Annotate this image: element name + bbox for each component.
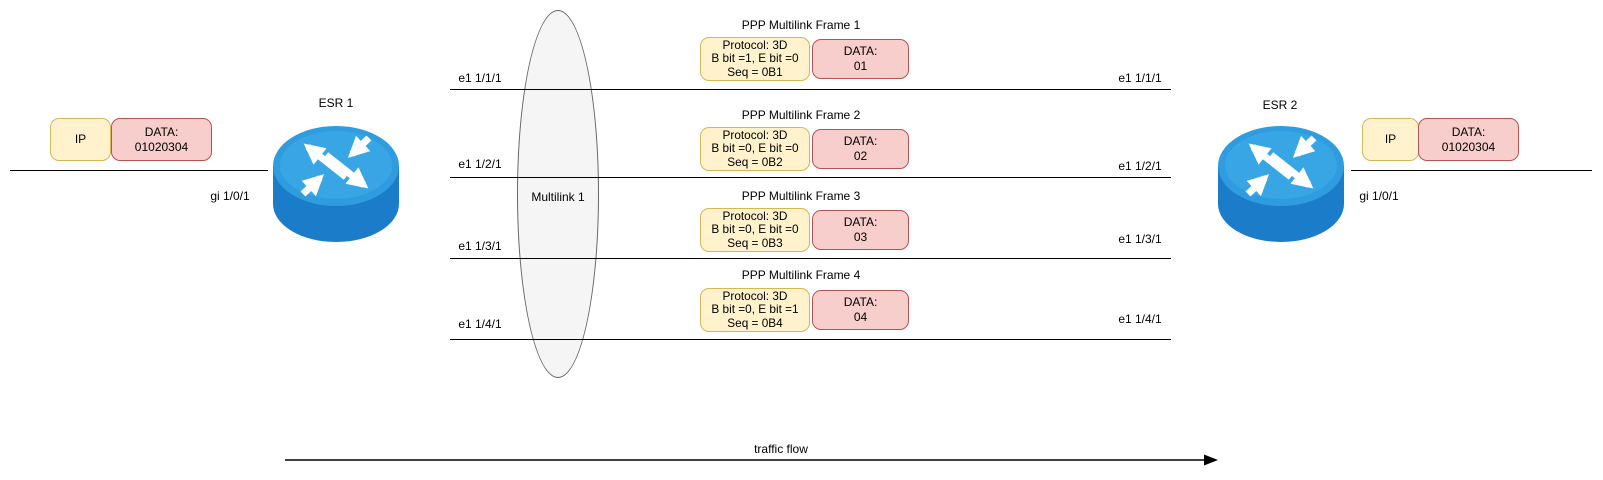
member-link-label-left-3: e1 1/3/1 xyxy=(458,239,502,253)
member-link-label-right-1: e1 1/1/1 xyxy=(1118,71,1162,85)
frame-data-value: 04 xyxy=(853,310,868,324)
traffic-flow-arrow xyxy=(285,454,1218,466)
member-link-label-right-4: e1 1/4/1 xyxy=(1118,312,1162,326)
member-link-line-3 xyxy=(450,258,1171,259)
frame-data-title: DATA: xyxy=(843,295,878,309)
frame-bits: B bit =0, E bit =1 xyxy=(711,302,799,317)
frame-data-box: DATA: 03 xyxy=(812,210,909,250)
ip-data-box-right: DATA: 01020304 xyxy=(1418,118,1519,161)
frame-data-title: DATA: xyxy=(843,215,878,229)
frame-data-value: 01 xyxy=(853,59,868,73)
frame-bits: B bit =0, E bit =0 xyxy=(711,141,799,156)
router-label-esr2: ESR 2 xyxy=(1262,98,1298,112)
ip-data-line1-right: DATA: xyxy=(1451,124,1486,139)
ip-header-box-right: IP xyxy=(1362,118,1419,161)
member-link-label-left-2: e1 1/2/1 xyxy=(458,157,502,171)
interface-label-left: gi 1/0/1 xyxy=(210,189,250,203)
ip-header-text-right: IP xyxy=(1384,132,1397,146)
interface-label-right: gi 1/0/1 xyxy=(1359,189,1399,203)
router-label-esr1: ESR 1 xyxy=(318,96,354,110)
right-access-wire xyxy=(1351,170,1592,171)
frame-protocol: Protocol: 3D xyxy=(722,127,788,142)
ip-data-line2-right: 01020304 xyxy=(1441,139,1496,154)
member-link-line-4 xyxy=(450,339,1171,340)
left-access-wire xyxy=(10,170,268,171)
frame-data-box: DATA: 02 xyxy=(812,129,909,169)
router-icon xyxy=(273,126,399,242)
ip-data-line2-left: 01020304 xyxy=(134,139,189,154)
frame-title: PPP Multilink Frame 3 xyxy=(741,189,861,203)
frame-protocol: Protocol: 3D xyxy=(722,208,788,223)
frame-seq: Seq = 0B4 xyxy=(727,315,783,330)
multilink-bundle-ellipse xyxy=(517,10,599,378)
member-link-line-2 xyxy=(450,177,1171,178)
frame-bits: B bit =0, E bit =0 xyxy=(711,222,799,237)
frame-bits: B bit =1, E bit =0 xyxy=(711,51,799,66)
frame-title: PPP Multilink Frame 1 xyxy=(741,18,861,32)
frame-data-title: DATA: xyxy=(843,134,878,148)
router-esr1 xyxy=(266,116,406,246)
frame-header-box: Protocol: 3D B bit =1, E bit =0 Seq = 0B… xyxy=(700,37,810,81)
ip-data-box-left: DATA: 01020304 xyxy=(111,118,212,161)
frame-data-box: DATA: 04 xyxy=(812,290,909,330)
traffic-flow-label: traffic flow xyxy=(754,442,808,456)
frame-data-box: DATA: 01 xyxy=(812,39,909,79)
ip-data-line1-left: DATA: xyxy=(144,124,179,139)
frame-header-box: Protocol: 3D B bit =0, E bit =0 Seq = 0B… xyxy=(700,127,810,171)
frame-seq: Seq = 0B1 xyxy=(727,64,783,79)
member-link-line-1 xyxy=(450,89,1171,90)
member-link-label-right-3: e1 1/3/1 xyxy=(1118,232,1162,246)
member-link-label-left-1: e1 1/1/1 xyxy=(458,71,502,85)
multilink-label: Multilink 1 xyxy=(531,190,585,204)
frame-data-value: 02 xyxy=(853,149,868,163)
router-icon xyxy=(1218,126,1344,242)
frame-seq: Seq = 0B2 xyxy=(727,154,783,169)
frame-title: PPP Multilink Frame 4 xyxy=(741,268,861,282)
frame-title: PPP Multilink Frame 2 xyxy=(741,108,861,122)
frame-protocol: Protocol: 3D xyxy=(722,37,788,52)
router-esr2 xyxy=(1211,116,1351,246)
frame-seq: Seq = 0B3 xyxy=(727,235,783,250)
ip-header-box-left: IP xyxy=(50,118,111,161)
frame-header-box: Protocol: 3D B bit =0, E bit =0 Seq = 0B… xyxy=(700,208,810,252)
member-link-label-right-2: e1 1/2/1 xyxy=(1118,159,1162,173)
frame-header-box: Protocol: 3D B bit =0, E bit =1 Seq = 0B… xyxy=(700,288,810,332)
frame-data-value: 03 xyxy=(853,230,868,244)
frame-data-title: DATA: xyxy=(843,44,878,58)
frame-protocol: Protocol: 3D xyxy=(722,288,788,303)
member-link-label-left-4: e1 1/4/1 xyxy=(458,317,502,331)
ip-header-text-left: IP xyxy=(74,132,87,146)
